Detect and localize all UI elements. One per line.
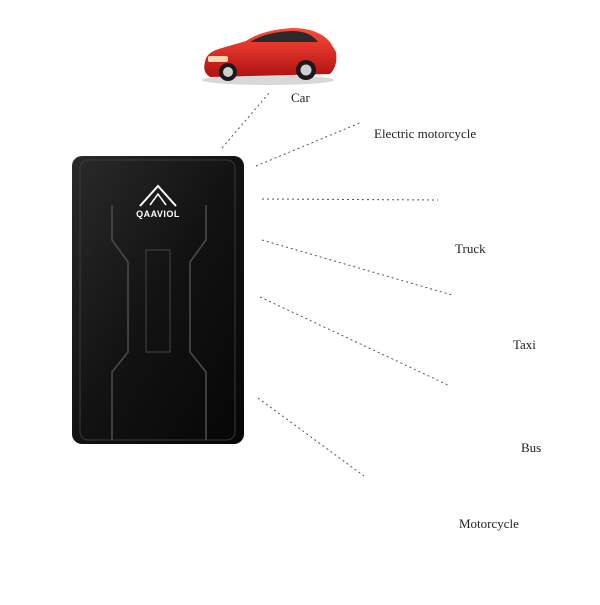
connector-car — [221, 91, 271, 149]
connector-lines — [221, 91, 453, 477]
label-taxi: Taxi — [513, 337, 536, 352]
gps-tracker-device: QAAVIOL — [72, 156, 244, 444]
label-bus: Bus — [521, 440, 542, 455]
label-truck: Truck — [455, 241, 486, 256]
label-motorcycle: Motorcycle — [459, 516, 519, 531]
device-brand: QAAVIOL — [136, 209, 180, 219]
connector-motorcycle — [257, 397, 365, 477]
label-electric-motorcycle: Electric motorcycle — [374, 126, 477, 141]
brand-logo-icon — [139, 184, 177, 207]
connector-electric-motorcycle — [255, 121, 363, 167]
label-car: Car — [291, 90, 310, 105]
connector-taxi — [261, 239, 453, 296]
car-icon — [202, 28, 337, 85]
connector-bus — [259, 296, 449, 386]
connector-truck — [261, 198, 439, 201]
